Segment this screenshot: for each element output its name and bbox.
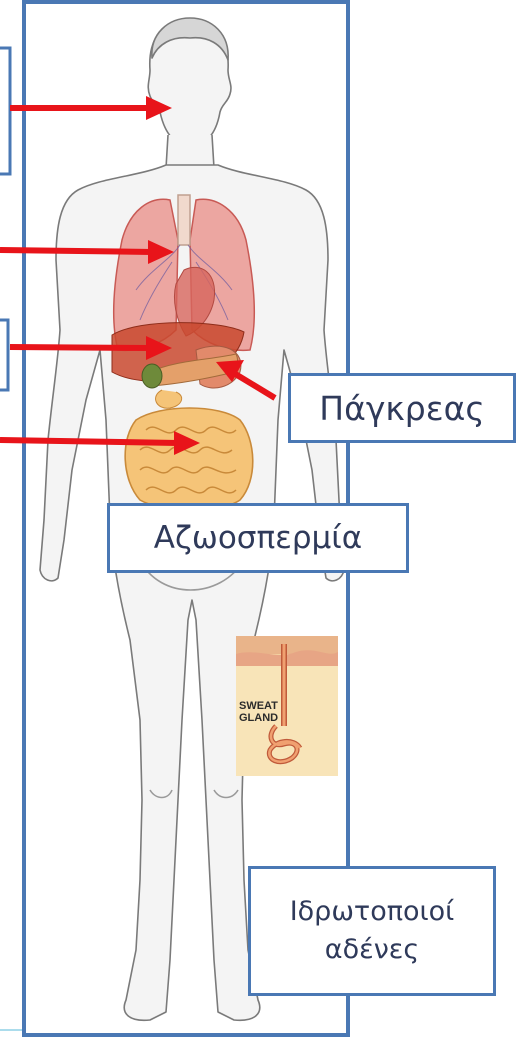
left-partial-boxes <box>0 48 10 390</box>
sweat-gland-inset: SWEAT GLAND <box>236 636 338 776</box>
label-pancreas-text: Πάγκρεας <box>319 389 484 428</box>
sweat-gland-caption-line1: SWEAT <box>239 700 278 712</box>
label-pancreas: Πάγκρεας <box>288 373 516 443</box>
label-azoospermia: Αζωοσπερμία <box>107 503 409 573</box>
partial-box-face <box>0 48 10 174</box>
partial-box-liver <box>0 320 8 390</box>
label-sweat-glands: Ιδρωτοποιοί αδένες <box>248 866 496 996</box>
label-azoospermia-text: Αζωοσπερμία <box>154 520 362 556</box>
label-sweat-glands-line1: Ιδρωτοποιοί <box>290 893 455 931</box>
small-intestine-upper <box>156 390 182 408</box>
label-sweat-glands-line2: αδένες <box>325 931 419 969</box>
gallbladder <box>142 364 162 388</box>
sweat-gland-caption: SWEAT GLAND <box>239 700 278 724</box>
neck <box>166 135 214 168</box>
trachea <box>178 195 190 245</box>
intestines <box>125 408 253 510</box>
sweat-gland-caption-line2: GLAND <box>239 712 278 724</box>
